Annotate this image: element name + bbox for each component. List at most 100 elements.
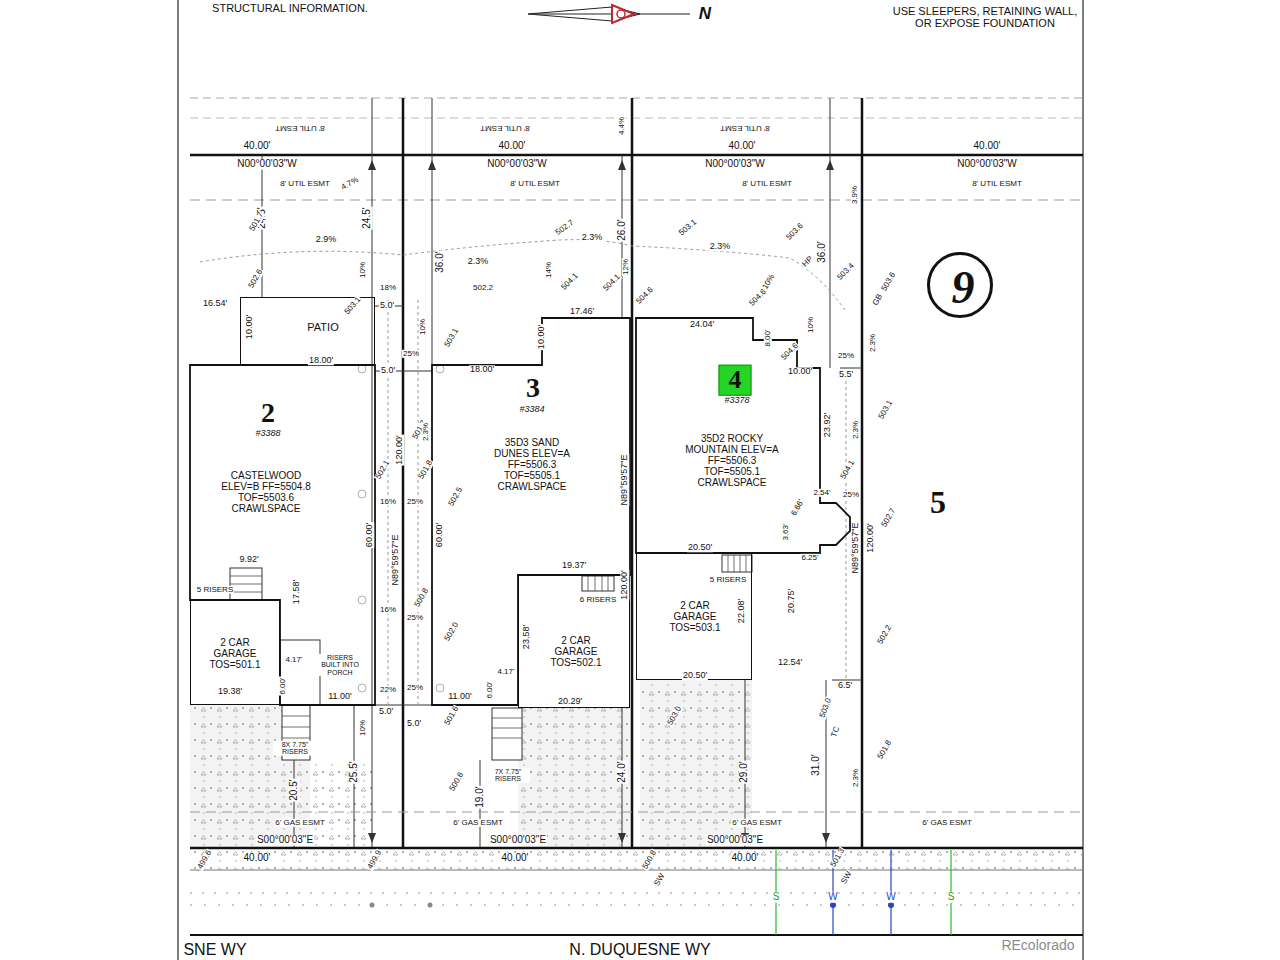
address: #3378	[724, 396, 749, 406]
plan-label: 8' UTIL ESMT	[509, 180, 561, 188]
plan-label: 120.00'	[395, 434, 404, 465]
plan-label: 2.3%	[581, 233, 604, 242]
plan-label: 5.0'	[379, 301, 395, 310]
plan-label: 503.1	[343, 295, 364, 317]
plan-label: 8' UTIL ESMT	[274, 124, 326, 132]
plan-label: 2.54'	[812, 489, 831, 497]
footprint-line	[636, 318, 850, 553]
plan-label: TC	[830, 725, 842, 740]
address: #3388	[255, 429, 280, 439]
plan-label: N00°00'03"W	[704, 159, 766, 170]
plan-label: 14%	[545, 261, 553, 279]
plan-label: 36.0'	[817, 240, 828, 263]
plan-label: 10%	[761, 272, 777, 292]
plan-label: 6.5'	[837, 681, 853, 690]
plan-label: 19.38'	[217, 687, 243, 696]
plan-label: 24.04'	[689, 320, 715, 329]
plan-label: 504.1	[601, 272, 623, 294]
plan-label: 25%	[402, 350, 420, 358]
plan-label: 24.5'	[362, 206, 373, 229]
plan-label: 25.5'	[349, 760, 360, 783]
plan-label: 23.92'	[823, 412, 832, 438]
plan-label: 503.1	[877, 398, 895, 421]
plan-label: 12.54'	[777, 658, 803, 667]
plan-label: 40.00'	[973, 141, 1002, 152]
plan-label: 4.17'	[284, 656, 303, 664]
plan-label: STRUCTURAL INFORMATION.	[211, 3, 369, 15]
plan-label: 504.1	[559, 271, 581, 293]
plan-label: N89°59'57"E	[851, 521, 860, 574]
plan-label: S00°00'03"E	[489, 835, 547, 846]
lot-number: 2	[261, 398, 275, 429]
plan-label: 17.46'	[569, 307, 595, 316]
plan-label: N89°59'57"E	[620, 453, 629, 506]
plan-label: 499.6	[196, 848, 214, 871]
plan-label: 40.00'	[243, 853, 272, 864]
house-spec: 35D2 ROCKY MOUNTAIN ELEV=A FF=5506.3 TOF…	[680, 433, 784, 488]
plan-label: 5.0'	[378, 707, 394, 716]
lot-number: 5	[929, 486, 947, 520]
plan-label: 5.0'	[406, 719, 422, 728]
plan-label: RISERS BUILT INTO PORCH	[317, 654, 363, 676]
plan-label: 31.0'	[811, 753, 822, 776]
plan-label: USE SLEEPERS, RETAINING WALL, OR EXPOSE …	[889, 6, 1081, 29]
house-footprint: 4#3378 35D2 ROCKY MOUNTAIN ELEV=A FF=5506…	[636, 318, 850, 553]
utility-mark: W	[827, 892, 838, 903]
plan-label: 6.00'	[279, 676, 287, 695]
plan-label: 11.00'	[327, 692, 353, 701]
plan-label: 5 RISERS	[196, 586, 234, 594]
plan-label: 503.1	[443, 326, 461, 349]
plan-label: HP	[800, 254, 815, 269]
plan-label: 40.00'	[731, 853, 760, 864]
plan-label: 503.0	[666, 704, 684, 727]
plan-label: 8' UTIL ESMT	[279, 180, 331, 188]
plan-label: 20.29'	[557, 697, 583, 706]
plan-label: 502.7	[880, 506, 898, 529]
plan-label: 6' GAS ESMT	[921, 819, 973, 827]
plan-label: 2.9%	[315, 235, 338, 244]
plan-label: 12%	[622, 258, 630, 276]
plan-label: 500.8	[413, 586, 431, 609]
plan-label: 502.7	[554, 218, 577, 238]
plan-label: 18.00'	[308, 356, 334, 365]
plan-label: 19.37'	[561, 561, 587, 570]
plan-label: 25%	[842, 491, 860, 499]
lot-number: 3	[526, 373, 540, 404]
plan-label: 502.2	[472, 284, 494, 292]
plan-label: 8X 7.75" RISERS	[273, 741, 317, 756]
plan-label: S00°00'03"E	[256, 835, 314, 846]
plan-label: 500.6	[448, 770, 466, 793]
plan-label: 10.00'	[537, 324, 546, 350]
plan-label: 17.58'	[292, 579, 301, 605]
address: #3384	[519, 405, 544, 415]
utility-mark: W	[885, 892, 896, 903]
plan-label: 4.7%	[339, 175, 361, 192]
plan-label: 20.75'	[787, 588, 796, 614]
plan-label: 2.3%	[852, 768, 860, 788]
plan-label: 501.3	[829, 846, 847, 869]
plan-label: 6' GAS ESMT	[731, 819, 783, 827]
plan-label: 16%	[379, 498, 397, 506]
lot-number: 4	[719, 365, 752, 396]
plan-label: 40.00'	[728, 141, 757, 152]
plan-label: 502.6	[247, 267, 265, 290]
plan-label: 2.3%	[709, 242, 732, 251]
plan-label: 4.17'	[496, 668, 515, 676]
plan-label: 22.08'	[737, 598, 746, 624]
plan-label: 8.00'	[764, 328, 772, 347]
plan-label: 29.0'	[739, 760, 750, 783]
plan-label: 26.0'	[617, 218, 628, 241]
plan-label: 6.25'	[800, 554, 819, 562]
plan-label: 20.50'	[687, 543, 713, 552]
garage-label: 2 CAR GARAGE TOS=503.1	[663, 600, 727, 633]
plan-label: 25%	[406, 684, 424, 692]
plan-label: 504.1	[839, 458, 857, 481]
patio-label: PATIO	[307, 321, 338, 333]
plan-label: 504.6	[634, 285, 656, 307]
utility-mark: S	[772, 892, 781, 903]
plan-label: 60.00'	[365, 522, 374, 548]
plan-label: 10.00'	[245, 314, 254, 340]
garage-label: 2 CAR GARAGE TOS=502.1	[544, 635, 608, 668]
footprint-line	[432, 318, 630, 705]
plan-label: S00°00'03"E	[706, 835, 764, 846]
